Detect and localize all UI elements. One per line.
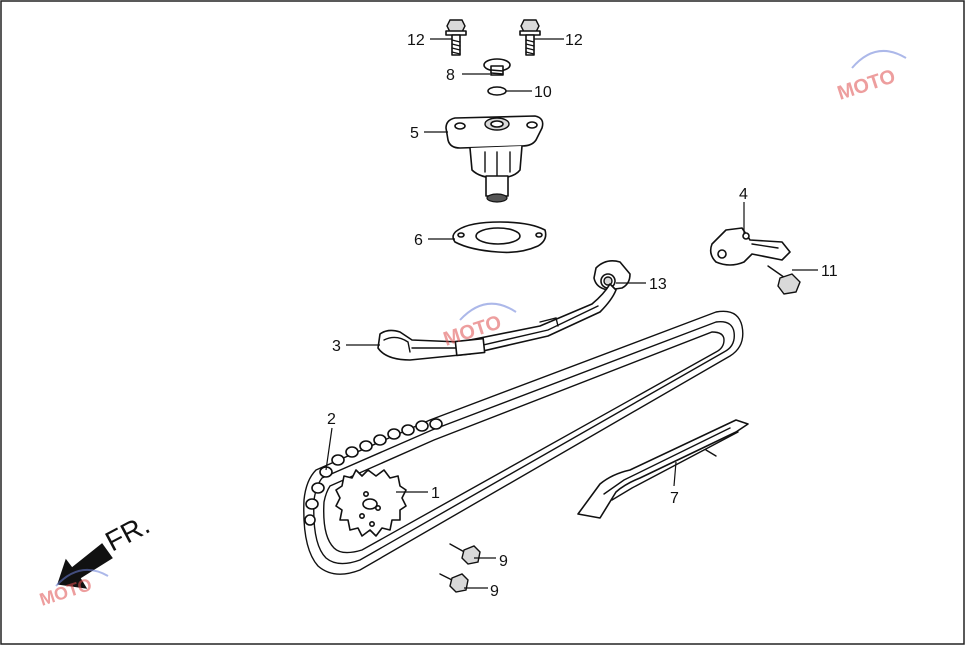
part-1-sprocket (335, 469, 407, 537)
leader-lines (325, 38, 818, 589)
callout-1: 1 (431, 485, 440, 502)
part-3-tensioner-slipper (377, 283, 617, 361)
callout-12-right: 12 (565, 32, 583, 49)
callout-12-left: 12 (407, 32, 425, 49)
callout-8: 8 (446, 67, 455, 84)
front-direction-label: FR. (100, 509, 154, 558)
watermark-text: MOTO (835, 65, 899, 104)
part-6-gasket (452, 221, 547, 254)
callout-10: 10 (534, 84, 552, 101)
callout-11: 11 (821, 263, 838, 280)
part-9-bolt-lower (439, 573, 469, 593)
callout-3: 3 (332, 338, 341, 355)
part-9-bolt-upper (449, 543, 481, 565)
part-5-tensioner-lifter (445, 115, 544, 203)
part-2-cam-chain (303, 310, 744, 575)
callout-13: 13 (649, 276, 667, 293)
callout-7: 7 (670, 490, 679, 507)
part-12-bolt-right (519, 19, 541, 56)
watermark-logo-top-right: MOTO (835, 50, 907, 105)
part-11-bolt (767, 265, 801, 295)
part-8-plug-bolt (483, 58, 511, 76)
part-7-chain-guide (577, 419, 749, 519)
front-direction-arrow-icon (57, 543, 113, 589)
callout-2: 2 (327, 411, 336, 428)
callout-4: 4 (739, 186, 748, 203)
part-4-bracket (709, 227, 791, 266)
callout-labels: 12 12 8 10 5 6 4 11 13 3 2 1 7 9 9 (327, 32, 838, 600)
part-10-o-ring (487, 86, 507, 96)
callout-9-upper: 9 (499, 553, 508, 570)
chain-links (304, 418, 443, 526)
callout-6: 6 (414, 232, 423, 249)
callout-9-lower: 9 (490, 583, 499, 600)
callout-5: 5 (410, 125, 419, 142)
part-12-bolt-left (445, 19, 467, 56)
